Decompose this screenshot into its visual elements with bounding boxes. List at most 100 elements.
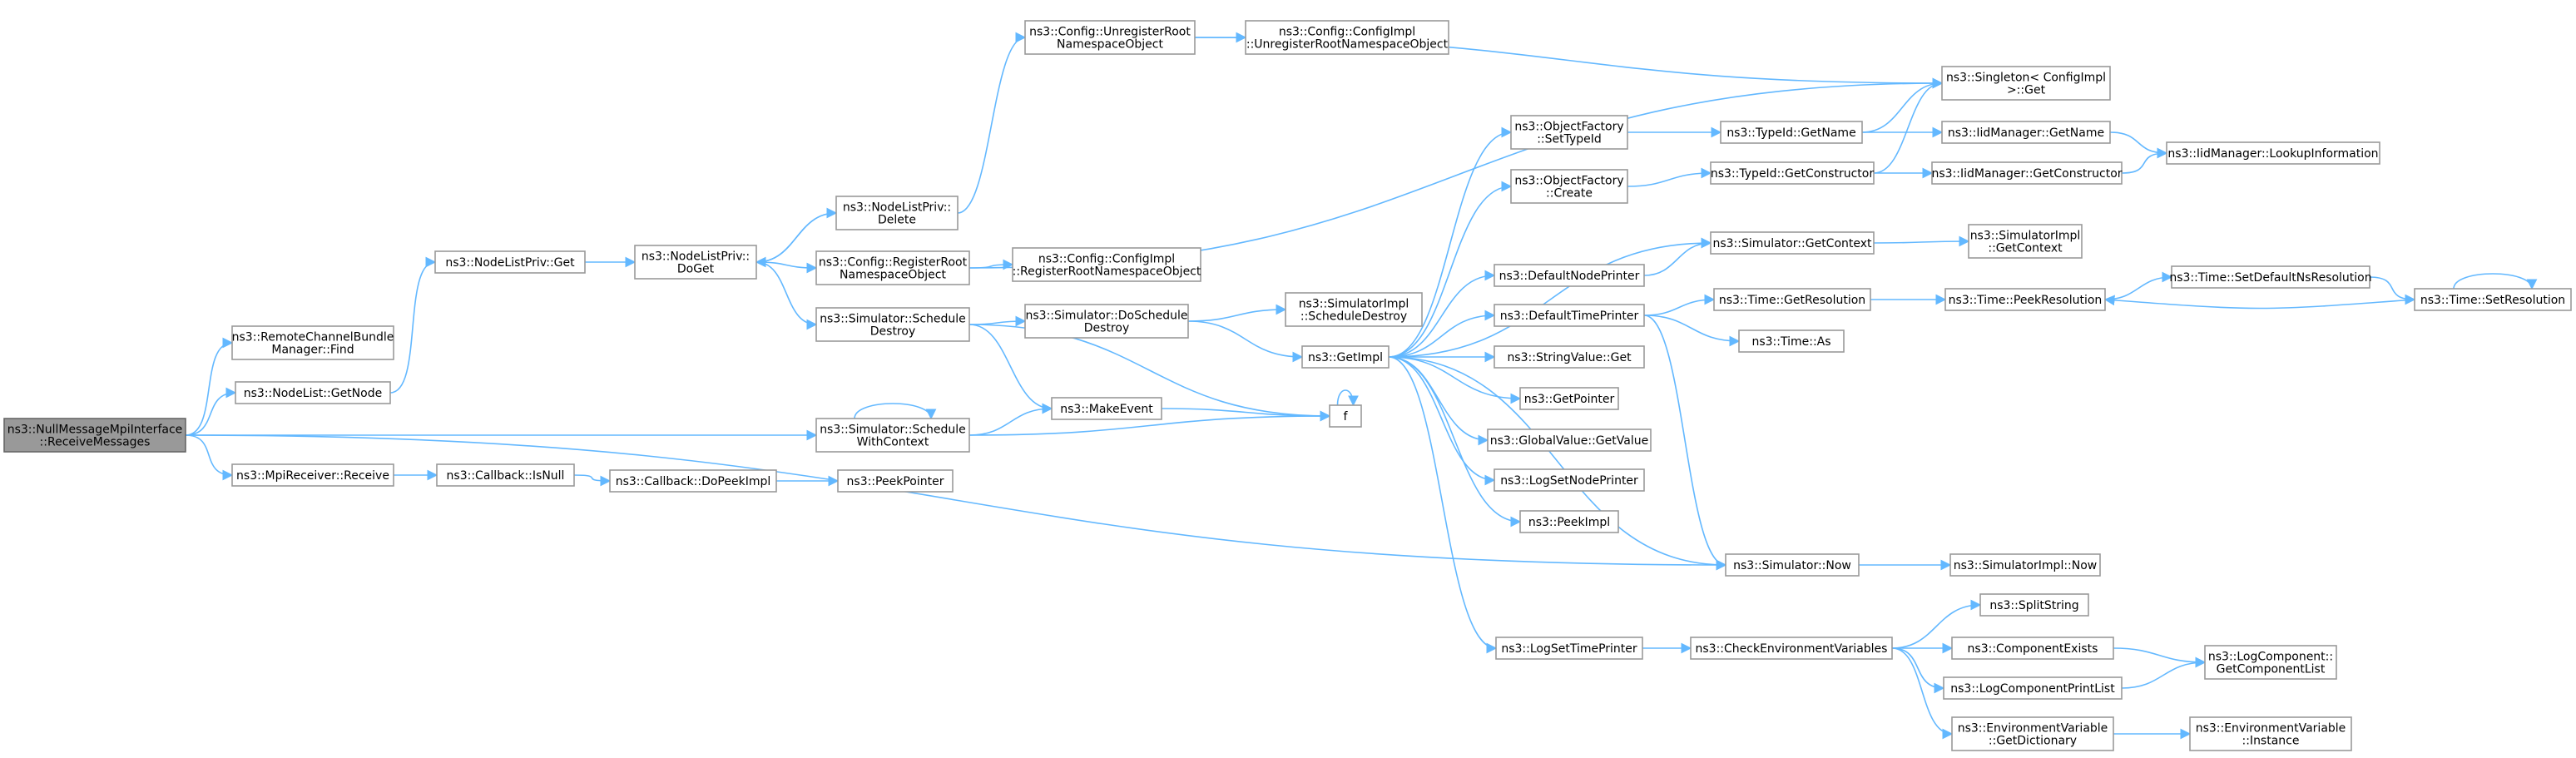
node-nlp-delete[interactable]: ns3::NodeListPriv::Delete [835,196,959,230]
node-box[interactable] [1285,292,1423,327]
node-nodelist-getnode[interactable]: ns3::NodeList::GetNode [235,381,391,404]
node-box[interactable] [815,418,970,453]
node-box[interactable] [1944,288,2106,311]
node-box[interactable] [1510,169,1628,204]
node-simimpl-now[interactable]: ns3::SimulatorImpl::Now [1949,553,2101,577]
node-default-time-printer[interactable]: ns3::DefaultTimePrinter [1494,304,1645,327]
node-check-env[interactable]: ns3::CheckEnvironmentVariables [1690,637,1893,660]
node-box[interactable] [1713,288,1871,311]
node-stringvalue-get[interactable]: ns3::StringValue::Get [1494,345,1645,369]
node-box[interactable] [1329,404,1362,428]
node-globalvalue-getvalue[interactable]: ns3::GlobalValue::GetValue [1487,429,1652,452]
node-simimpl-schedule-destroy[interactable]: ns3::SimulatorImpl::ScheduleDestroy [1285,292,1423,327]
node-sim-getcontext[interactable]: ns3::Simulator::GetContext [1710,231,1875,255]
node-box[interactable] [1951,637,2114,660]
node-box[interactable] [2166,141,2380,165]
node-typeid-getname[interactable]: ns3::TypeId::GetName [1720,121,1863,144]
node-box[interactable] [434,250,586,274]
node-logcomponent-getlist[interactable]: ns3::LogComponent::GetComponentList [2204,645,2337,680]
node-box[interactable] [1510,115,1628,150]
node-box[interactable] [231,463,394,487]
node-iid-getname[interactable]: ns3::IidManager::GetName [1941,121,2111,144]
node-box[interactable] [1494,345,1645,369]
node-getimpl[interactable]: ns3::GetImpl [1301,345,1390,369]
node-cfgimpl-reg[interactable]: ns3::Config::ConfigImpl::RegisterRootNam… [1012,247,1201,282]
node-box[interactable] [1710,161,1875,185]
node-box[interactable] [1519,387,1619,410]
node-box[interactable] [1024,20,1196,55]
node-peekpointer[interactable]: ns3::PeekPointer [837,469,954,493]
node-cfgimpl-unreg[interactable]: ns3::Config::ConfigImpl::UnregisterRootN… [1245,20,1449,55]
node-envvar-getdict[interactable]: ns3::EnvironmentVariable::GetDictionary [1951,716,2114,751]
node-box[interactable] [2171,265,2370,289]
node-box[interactable] [1051,397,1162,420]
node-cb-isnull[interactable]: ns3::Callback::IsNull [436,463,575,487]
node-default-node-printer[interactable]: ns3::DefaultNodePrinter [1494,264,1645,287]
node-cb-dopeek[interactable]: ns3::Callback::DoPeekImpl [609,469,777,493]
node-getpointer[interactable]: ns3::GetPointer [1519,387,1619,410]
node-box[interactable] [1494,304,1645,327]
node-cfg-unreg[interactable]: ns3::Config::UnregisterRootNamespaceObje… [1024,20,1196,55]
node-box[interactable] [1494,264,1645,287]
node-box[interactable] [1941,121,2111,144]
node-box[interactable] [1968,224,2083,259]
node-box[interactable] [815,307,970,342]
node-simimpl-getcontext[interactable]: ns3::SimulatorImpl::GetContext [1968,224,2083,259]
node-time-setdefaultns[interactable]: ns3::Time::SetDefaultNsResolution [2169,265,2372,289]
node-mpireceiver[interactable]: ns3::MpiReceiver::Receive [231,463,394,487]
node-box[interactable] [1951,716,2114,751]
node-of-settypeid[interactable]: ns3::ObjectFactory::SetTypeId [1510,115,1628,150]
node-box[interactable] [1931,161,2123,185]
node-time-as[interactable]: ns3::Time::As [1738,329,1845,353]
node-box[interactable] [1519,510,1619,533]
node-typeid-getconstructor[interactable]: ns3::TypeId::GetConstructor [1710,161,1875,185]
node-box[interactable] [1012,247,1201,282]
node-box[interactable] [1495,637,1643,660]
node-box[interactable] [634,245,757,280]
node-box[interactable] [1024,304,1189,339]
node-of-create[interactable]: ns3::ObjectFactory::Create [1510,169,1628,204]
node-singleton-get[interactable]: ns3::Singleton< ConfigImpl >::Get [1941,66,2111,101]
node-iid-lookup[interactable]: ns3::IidManager::LookupInformation [2166,141,2380,165]
node-box[interactable] [1979,593,2089,617]
node-box[interactable] [235,381,391,404]
node-box[interactable] [1941,66,2111,101]
node-cfg-reg[interactable]: ns3::Config::RegisterRootNamespaceObject [815,250,970,285]
node-receive[interactable]: ns3::NullMessageMpiInterface::ReceiveMes… [3,418,186,453]
node-box[interactable] [3,418,186,453]
node-box[interactable] [436,463,575,487]
node-splitstring[interactable]: ns3::SplitString [1979,593,2089,617]
node-box[interactable] [1487,429,1652,452]
node-box[interactable] [2189,716,2352,751]
node-makeevent[interactable]: ns3::MakeEvent [1051,397,1162,420]
node-box[interactable] [815,250,970,285]
node-nlp-get[interactable]: ns3::NodeListPriv::Get [434,250,586,274]
node-box[interactable] [1245,20,1449,55]
node-iid-getconstructor[interactable]: ns3::IidManager::GetConstructor [1931,161,2123,185]
node-box[interactable] [1720,121,1863,144]
node-logcomponent-printlist[interactable]: ns3::LogComponentPrintList [1943,676,2123,700]
node-box[interactable] [1943,676,2123,700]
node-peekimpl[interactable]: ns3::PeekImpl [1519,510,1619,533]
node-f[interactable]: f [1329,404,1362,428]
node-box[interactable] [1725,553,1860,577]
node-box[interactable] [1690,637,1893,660]
node-component-exists[interactable]: ns3::ComponentExists [1951,637,2114,660]
node-logsettimeprinter[interactable]: ns3::LogSetTimePrinter [1495,637,1643,660]
node-envvar-instance[interactable]: ns3::EnvironmentVariable::Instance [2189,716,2352,751]
node-box[interactable] [837,469,954,493]
node-box[interactable] [231,325,394,360]
node-sim-now[interactable]: ns3::Simulator::Now [1725,553,1860,577]
node-time-getresolution[interactable]: ns3::Time::GetResolution [1713,288,1871,311]
node-box[interactable] [2414,288,2572,311]
node-box[interactable] [1710,231,1875,255]
node-box[interactable] [835,196,959,230]
node-time-setres[interactable]: ns3::Time::SetResolution [2414,288,2572,311]
node-nlp-doget[interactable]: ns3::NodeListPriv::DoGet [634,245,757,280]
node-time-peekres[interactable]: ns3::Time::PeekResolution [1944,288,2106,311]
node-box[interactable] [1738,329,1845,353]
node-sim-schedule-destroy[interactable]: ns3::Simulator::ScheduleDestroy [815,307,970,342]
